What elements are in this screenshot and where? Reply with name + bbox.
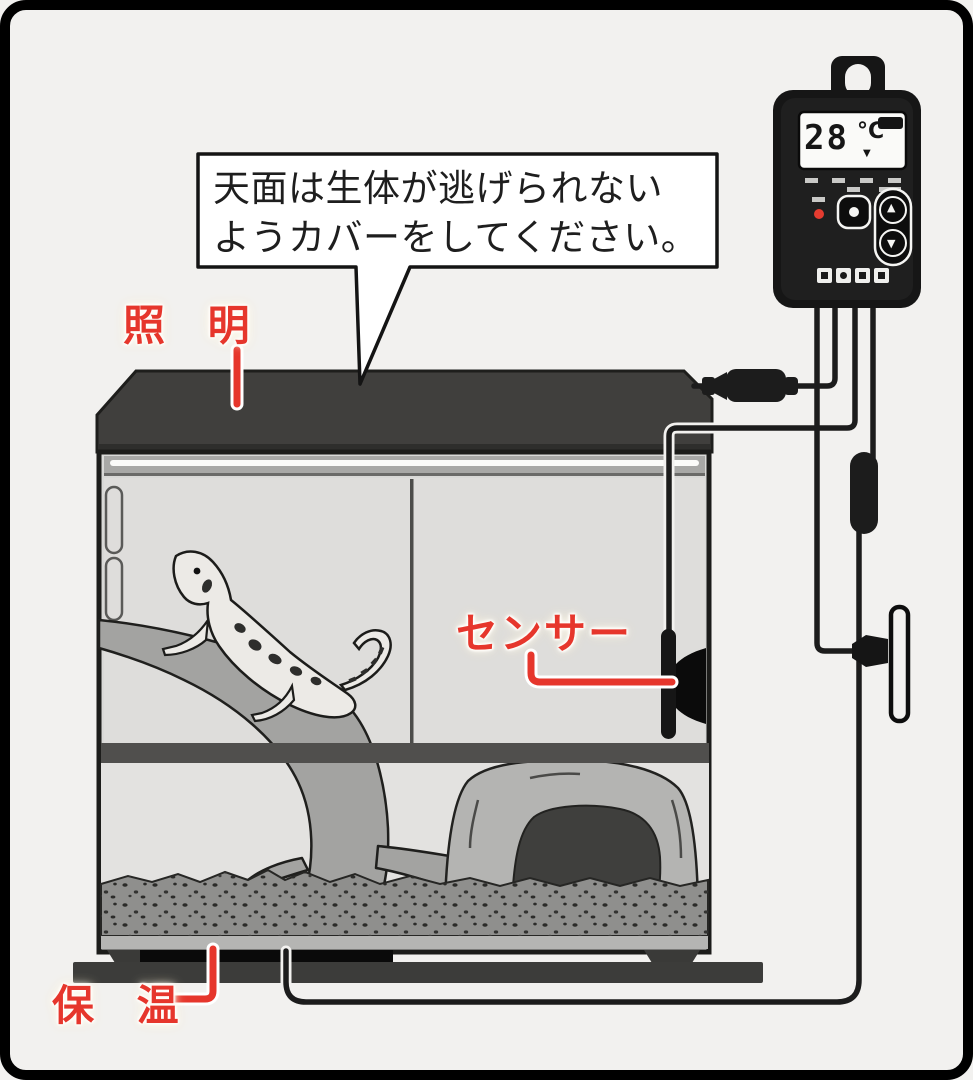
lcd-set-marker-icon: ▼	[863, 148, 871, 159]
power-plug	[852, 635, 888, 667]
sensor-label: センサー	[456, 609, 633, 658]
cave-cracks	[468, 772, 683, 859]
lizard	[161, 550, 392, 723]
up-button	[879, 196, 907, 224]
tank-bottom-strip	[101, 936, 708, 949]
glass-panes	[104, 478, 705, 743]
left-frame-slots	[104, 485, 124, 622]
down-arrow-icon: ▼	[887, 237, 896, 250]
cables	[283, 303, 876, 1005]
up-down-control	[873, 187, 913, 267]
lizard-eye	[193, 567, 201, 575]
door-rail	[101, 743, 709, 763]
lamp-cable	[793, 303, 838, 389]
heating-label: 保 温	[52, 981, 193, 1030]
lamp-highlight	[110, 460, 699, 466]
tank-base	[73, 950, 763, 983]
terrarium-hood	[95, 369, 714, 454]
heating-leader	[159, 945, 217, 1003]
lizard-markings	[201, 579, 385, 686]
base-plate	[73, 962, 763, 983]
lcd-temperature-value: 28	[804, 118, 849, 158]
lcd-status-badge	[878, 117, 903, 129]
status-led	[814, 209, 824, 219]
callout-line-1: 天面は生体が逃げられない	[213, 167, 663, 210]
suction-cup	[667, 648, 706, 724]
heater-cable	[283, 525, 862, 1005]
up-arrow-icon: ▲	[887, 201, 896, 214]
power-cable	[814, 303, 859, 654]
sensor-leader	[527, 651, 676, 686]
wall-outlet	[888, 604, 911, 724]
callout-text: 天面は生体が逃げられない ようカバーをしてください。	[213, 164, 713, 262]
substrate	[100, 868, 709, 949]
lamp-connector	[702, 369, 798, 402]
terrarium-tank	[96, 449, 712, 955]
sliding-door-seam	[410, 479, 414, 743]
lizard-tail	[338, 629, 392, 692]
tank-foot-right	[644, 950, 700, 963]
lizard-hind-leg	[250, 682, 296, 723]
callout-line-2: ようカバーをしてください。	[213, 216, 699, 259]
hood-bottom-edge	[99, 444, 710, 452]
thermostat-controller	[773, 56, 921, 308]
lizard-body	[172, 550, 357, 719]
lighting-label: 照 明	[123, 301, 264, 350]
down-button	[879, 229, 907, 257]
lamp-strip	[104, 456, 705, 476]
set-button	[836, 194, 872, 230]
leader-lines	[159, 346, 676, 1003]
callout-bubble	[196, 152, 719, 386]
cave-opening	[510, 804, 662, 904]
heater-cord-connector	[850, 452, 878, 534]
brand-logo-tiles	[817, 268, 889, 283]
lizard-front-leg	[161, 619, 210, 657]
heating-panel	[140, 950, 393, 964]
power-plug-outlet	[852, 604, 911, 724]
rock-cave	[443, 758, 700, 905]
sensor-cable	[666, 303, 858, 635]
hanger-hole	[845, 64, 871, 96]
